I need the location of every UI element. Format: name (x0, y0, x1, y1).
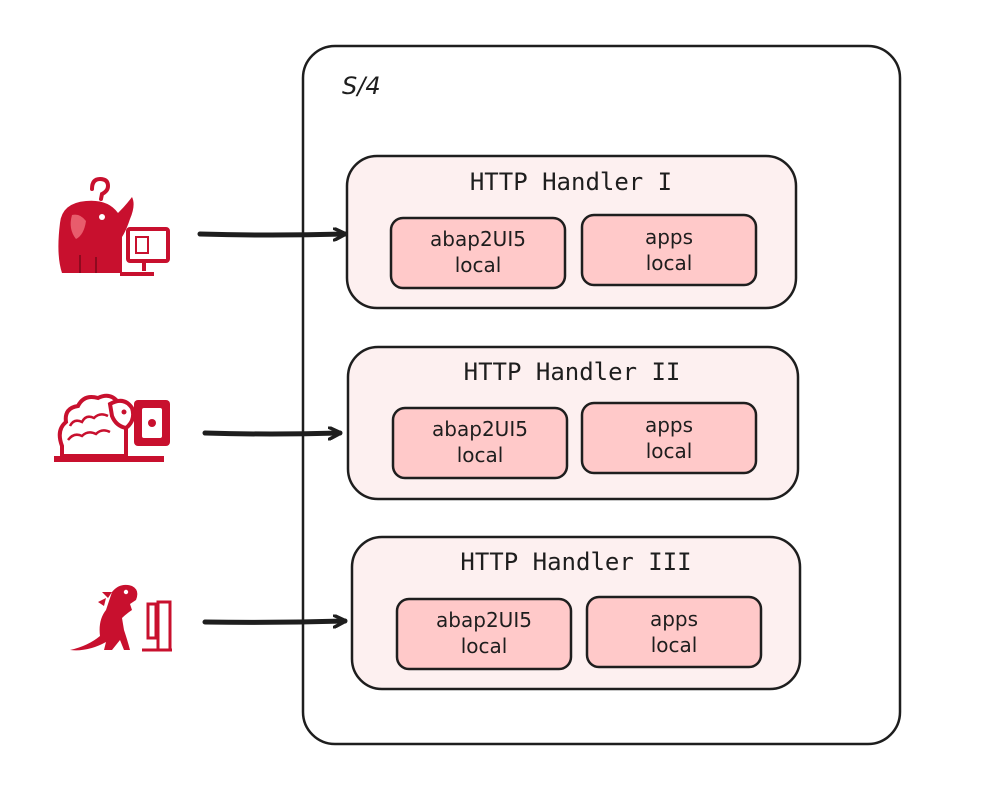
component-label-line1: apps (645, 225, 693, 249)
component-abap2ui5-local: abap2UI5 local (389, 216, 567, 290)
component-label-line2: local (457, 443, 504, 467)
component-label-line2: local (646, 439, 693, 463)
dinosaur-at-computer-icon (70, 584, 172, 652)
component-apps-local: apps local (585, 595, 763, 669)
component-abap2ui5-local: abap2UI5 local (391, 406, 569, 480)
handler-title: HTTP Handler III (460, 548, 691, 576)
component-label-line2: local (461, 634, 508, 658)
component-label-line2: local (646, 251, 693, 275)
component-label-line1: apps (650, 607, 698, 631)
component-abap2ui5-local: abap2UI5 local (395, 597, 573, 671)
arrow-client2-to-handler2 (202, 433, 343, 434)
handler-title: HTTP Handler II (464, 358, 681, 386)
component-label-line1: abap2UI5 (432, 417, 528, 441)
component-label-line1: abap2UI5 (430, 227, 526, 251)
arrow-client3-to-handler3 (202, 621, 348, 622)
http-handler-2: HTTP Handler II abap2UI5 local apps loca… (346, 345, 800, 501)
handler-title: HTTP Handler I (470, 168, 672, 196)
arrow-client1-to-handler1 (197, 234, 348, 235)
component-label-line1: abap2UI5 (436, 608, 532, 632)
sheep-at-computer-icon (54, 393, 170, 462)
elephant-at-computer-icon (58, 176, 170, 276)
http-handler-1: HTTP Handler I abap2UI5 local apps local (345, 154, 798, 310)
component-label-line2: local (455, 253, 502, 277)
system-label: S/4 (342, 72, 381, 100)
http-handler-3: HTTP Handler III abap2UI5 local apps loc… (350, 535, 802, 691)
component-apps-local: apps local (580, 213, 758, 287)
component-label-line2: local (651, 633, 698, 657)
component-label-line1: apps (645, 413, 693, 437)
component-apps-local: apps local (580, 401, 758, 475)
